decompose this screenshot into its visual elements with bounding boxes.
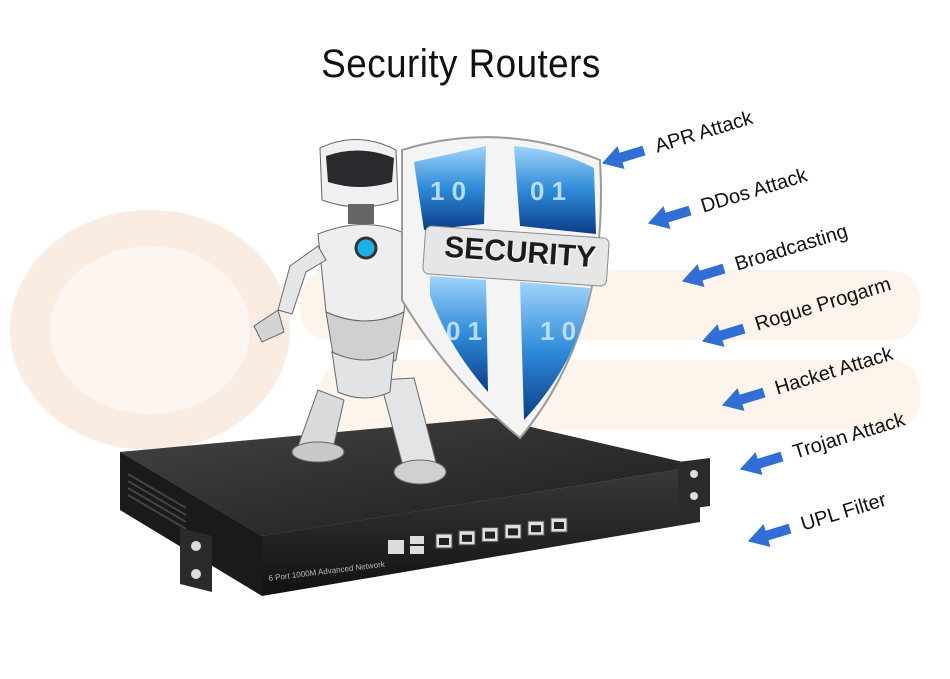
lan-port-socket: [508, 528, 518, 536]
lan-port-socket: [439, 538, 449, 545]
arrow-left-icon: [739, 451, 784, 476]
page-title: Security Routers: [321, 42, 601, 86]
lan-ports: [435, 517, 568, 549]
svg-text:0 1: 0 1: [446, 316, 482, 346]
threat-item: DDos Attack: [642, 161, 811, 237]
lan-port-socket: [485, 531, 495, 539]
threat-item: Rogue Progarm: [696, 270, 895, 355]
threat-item: APR Attack: [596, 104, 756, 177]
arrow-left-icon: [647, 205, 692, 230]
threat-item: Broadcasting: [676, 218, 851, 296]
lan-port-socket: [531, 525, 541, 533]
lan-port-socket: [462, 534, 472, 542]
arrow-left-icon: [721, 387, 766, 412]
threat-item: Trojan Attack: [734, 406, 909, 484]
arrow-left-icon: [747, 523, 792, 548]
threat-item: Hacket Attack: [716, 340, 897, 419]
lan-port-socket: [554, 522, 564, 529]
svg-text:1 0: 1 0: [540, 316, 576, 346]
svg-text:0 1: 0 1: [530, 176, 566, 206]
console-port-icon: [388, 540, 404, 554]
arrow-left-icon: [601, 145, 646, 170]
arrow-left-icon: [701, 323, 746, 348]
arrow-left-icon: [681, 263, 726, 288]
threat-item: UPL Filter: [742, 486, 890, 556]
usb-port-icon: [410, 536, 424, 544]
svg-text:1 0: 1 0: [430, 176, 466, 206]
usb-port-icon: [410, 546, 424, 554]
